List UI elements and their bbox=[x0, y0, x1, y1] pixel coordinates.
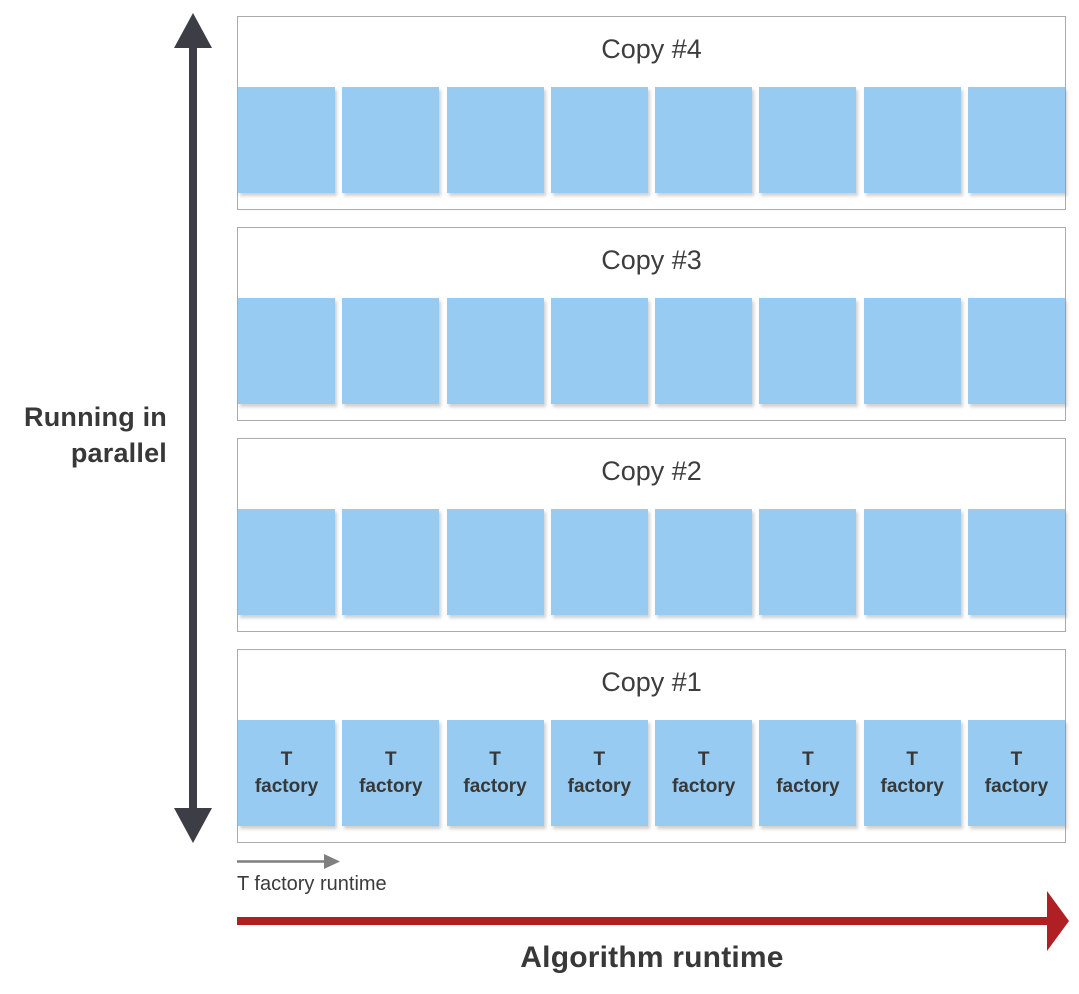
t-factory-cell bbox=[967, 87, 1065, 193]
t-factory-cell bbox=[446, 87, 544, 193]
t-factory-cell bbox=[655, 298, 753, 404]
t-factory-cell: T factory bbox=[550, 720, 648, 826]
t-factory-runtime-label: T factory runtime bbox=[237, 873, 387, 895]
algorithm-runtime-label: Algorithm runtime bbox=[520, 941, 784, 974]
t-factory-cell bbox=[238, 298, 335, 404]
arrow-shaft bbox=[189, 46, 197, 810]
t-factory-cells-row: T factory T factory T factory T factory … bbox=[238, 720, 1065, 826]
t-factory-cell bbox=[967, 298, 1065, 404]
t-factory-cell bbox=[550, 509, 648, 615]
t-factory-cell bbox=[446, 298, 544, 404]
t-factory-cell bbox=[655, 509, 753, 615]
t-factory-cell: T factory bbox=[759, 720, 857, 826]
parallel-axis-label: Running in parallel bbox=[24, 402, 167, 468]
copy-box-title: Copy #4 bbox=[601, 34, 702, 64]
t-factory-cell: T factory bbox=[863, 720, 961, 826]
t-factory-cell bbox=[863, 509, 961, 615]
t-factory-cells-row bbox=[238, 509, 1065, 615]
t-factory-cell bbox=[759, 87, 857, 193]
arrow-down-head bbox=[174, 808, 212, 843]
algorithm-runtime-arrow-icon bbox=[237, 891, 1069, 951]
t-factory-cell bbox=[342, 298, 440, 404]
t-factory-cell bbox=[550, 298, 648, 404]
copy-box-title: Copy #3 bbox=[601, 245, 702, 275]
t-factory-cell bbox=[863, 298, 961, 404]
t-factory-cell bbox=[238, 509, 335, 615]
t-factory-runtime-arrow-icon bbox=[237, 854, 340, 869]
t-factory-cell bbox=[238, 87, 335, 193]
t-factory-cell: T factory bbox=[967, 720, 1065, 826]
t-factory-cell bbox=[967, 509, 1065, 615]
t-factory-cell: T factory bbox=[238, 720, 335, 826]
t-factory-cell bbox=[863, 87, 961, 193]
t-factory-cells-row bbox=[238, 298, 1065, 404]
copy-box-2: Copy #2 bbox=[237, 438, 1066, 632]
arrow-up-head bbox=[174, 13, 212, 48]
t-factory-cell bbox=[759, 298, 857, 404]
copy-box-title: Copy #1 bbox=[601, 667, 702, 697]
t-factory-cell: T factory bbox=[655, 720, 753, 826]
t-factory-cell bbox=[655, 87, 753, 193]
copy-box-title: Copy #2 bbox=[601, 456, 702, 486]
t-factory-cell: T factory bbox=[342, 720, 440, 826]
t-factory-cell bbox=[550, 87, 648, 193]
t-factory-cell: T factory bbox=[446, 720, 544, 826]
t-factory-cell bbox=[342, 87, 440, 193]
t-factory-cell bbox=[446, 509, 544, 615]
copy-box-4: Copy #4 bbox=[237, 16, 1066, 210]
t-factory-cell bbox=[759, 509, 857, 615]
parallel-double-arrow-icon bbox=[174, 13, 212, 843]
copy-box-1: Copy #1 T factory T factory T factory T … bbox=[237, 649, 1066, 843]
copy-box-3: Copy #3 bbox=[237, 227, 1066, 421]
t-factory-cells-row bbox=[238, 87, 1065, 193]
t-factory-cell bbox=[342, 509, 440, 615]
